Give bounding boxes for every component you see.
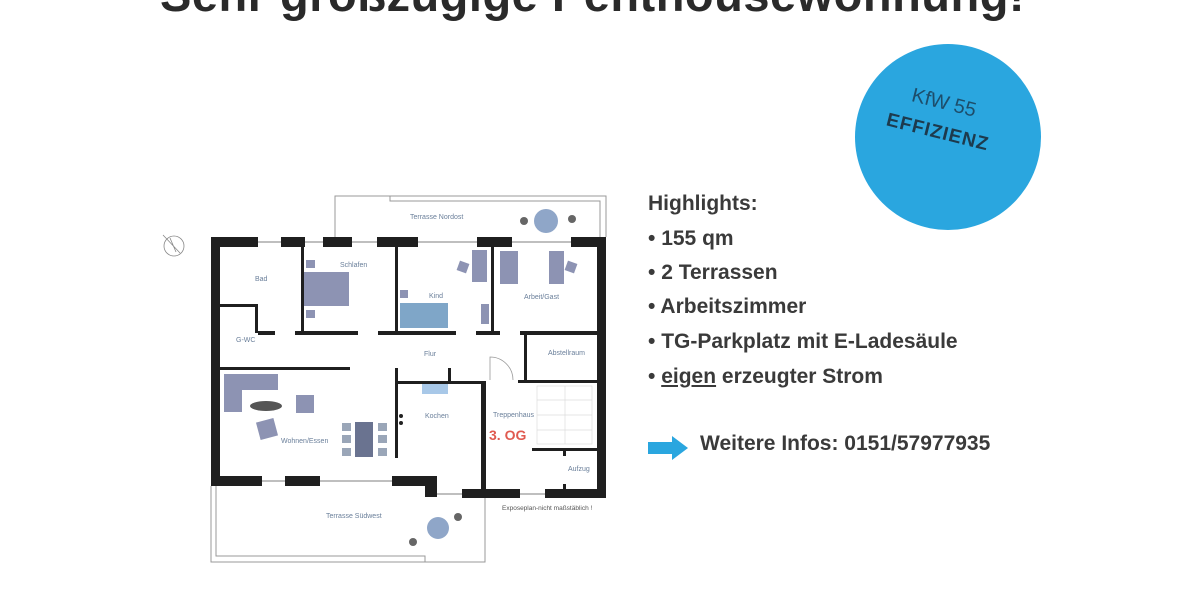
door (489, 356, 514, 381)
room-label: G-WC (236, 337, 255, 344)
bullet: • (648, 227, 656, 250)
highlight-item: • Arbeitszimmer (648, 295, 806, 319)
room-label: Flur (424, 351, 437, 358)
room-label: Schlafen (340, 262, 367, 269)
highlight-item: • 155 qm (648, 227, 734, 251)
room-label: Terrasse Südwest (326, 513, 382, 520)
highlight-text: Arbeitszimmer (660, 295, 807, 318)
highlight-text: 2 Terrassen (661, 261, 778, 284)
highlight-text: 155 qm (661, 227, 734, 250)
highlight-text: TG-Parkplatz mit E-Ladesäule (661, 330, 958, 353)
compass-icon (162, 234, 185, 257)
highlight-text: erzeugter Strom (716, 365, 883, 388)
room-label: Kochen (425, 413, 449, 420)
highlight-underlined: eigen (661, 365, 717, 388)
contact-info: Weitere Infos: 0151/57977935 (700, 432, 991, 455)
highlights-heading: Highlights: (648, 192, 758, 215)
walls (211, 237, 606, 498)
room-label: Terrasse Nordost (410, 214, 463, 221)
furniture (224, 209, 578, 546)
highlight-item: • 2 Terrassen (648, 261, 778, 285)
bullet: • (648, 330, 656, 353)
room-label: Kind (429, 293, 443, 300)
room-label: Aufzug (568, 466, 590, 473)
plan-note: Exposeplan-nicht maßstäblich ! (502, 505, 593, 512)
highlight-item: • TG-Parkplatz mit E-Ladesäule (648, 330, 958, 354)
stairs (536, 385, 593, 445)
page-title: Sehr großzügige Penthousewohnung! (160, 0, 1025, 22)
bullet: • (648, 261, 656, 284)
highlight-item: • eigen erzeugter Strom (648, 365, 883, 389)
room-label: Treppenhaus (493, 412, 534, 419)
terrace-outlines (210, 195, 607, 563)
bullet: • (648, 295, 656, 318)
room-label: Arbeit/Gast (524, 294, 559, 301)
room-label: Abstellraum (548, 350, 585, 357)
bullet: • (648, 365, 656, 388)
room-label: Wohnen/Essen (281, 438, 328, 445)
kfw-badge: KfW 55 EFFIZIENZ (855, 44, 1041, 230)
room-label: Bad (255, 276, 268, 283)
floor-level: 3. OG (489, 427, 526, 443)
arrow-right-icon (648, 436, 688, 460)
